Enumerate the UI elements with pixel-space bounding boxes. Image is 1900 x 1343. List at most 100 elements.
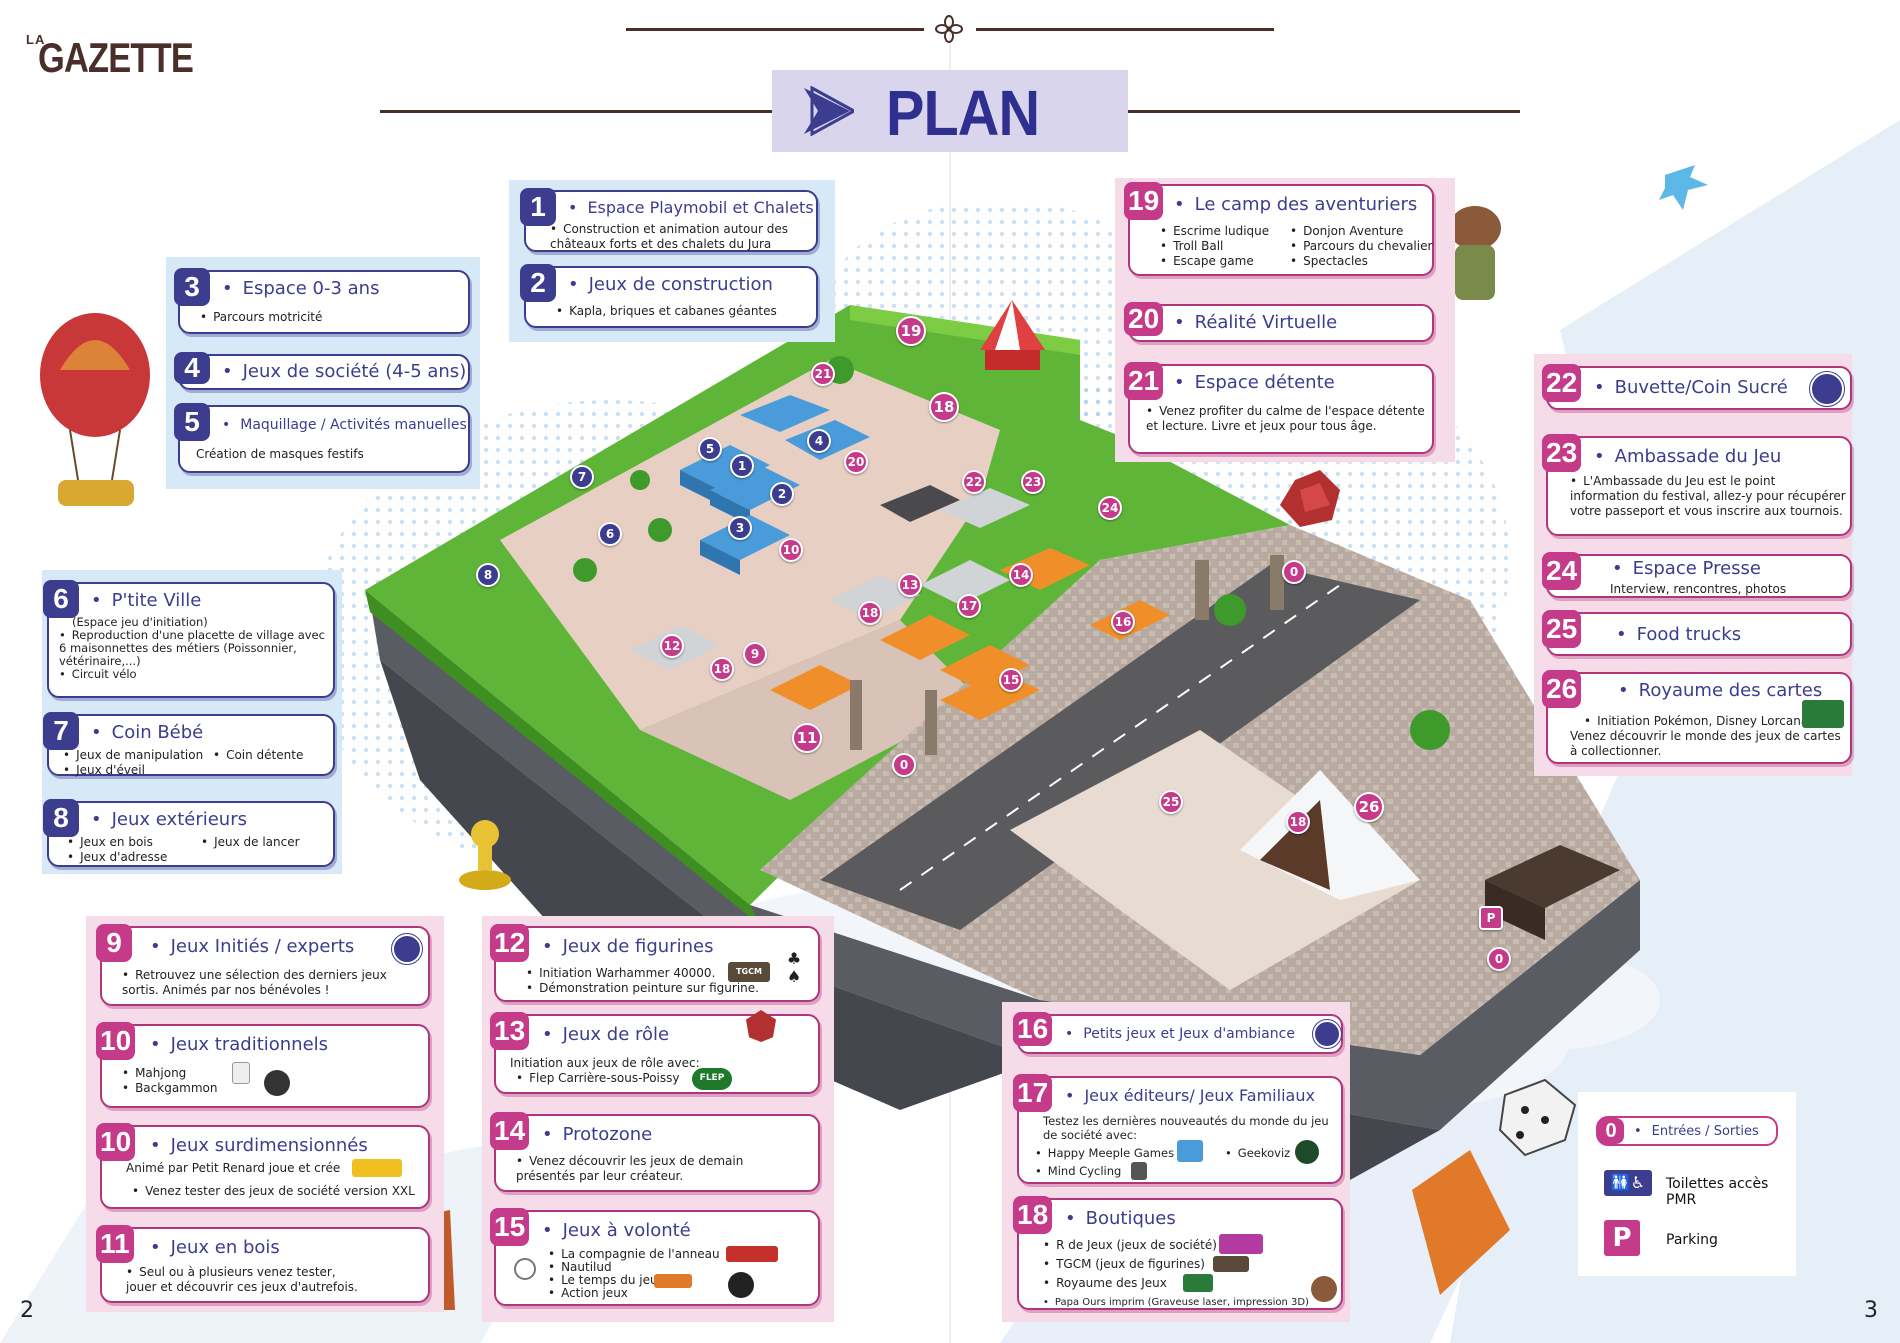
zone-detail: L'Ambassade du Jeu est le point informat… [1570,474,1848,519]
map-marker[interactable]: 12 [660,634,684,658]
title-divider [1128,110,1520,113]
zone-card-7[interactable]: 7 Coin Bébé Jeux de manipulationCoin dét… [43,712,335,778]
map-marker[interactable]: 0 [1282,560,1306,584]
zone-details: La compagnie de l'anneau Nautilud Le tem… [548,1248,720,1300]
zone-details: Retrouvez une sélection des derniers jeu… [122,968,422,998]
action-jeux-logo-icon [728,1272,754,1298]
map-marker[interactable]: 8 [476,563,500,587]
zone-detail: Jeux d'adresse [67,850,331,865]
zone-detail: Spectacles [1290,254,1430,269]
flep-logo: FLEP [692,1068,732,1090]
zone-card-8[interactable]: 8 Jeux extérieurs Jeux en boisJeux de la… [43,799,335,867]
zone-details: Seul ou à plusieurs venez tester, jouer … [126,1265,366,1295]
zone-title: Jeux de figurines [542,936,714,957]
map-marker[interactable]: 2 [770,482,794,506]
zone-card-15[interactable]: 15 Jeux à volonté La compagnie de l'anne… [490,1208,820,1306]
zone-detail: Royaume des Jeux [1043,1274,1309,1293]
map-marker[interactable]: 25 [1159,790,1183,814]
hot-air-balloon-icon [40,313,150,506]
legend-toilets-label: Toilettes accès PMR [1666,1176,1769,1208]
zone-title: Jeux en bois [150,1237,280,1258]
zone-card-16[interactable]: 16 Petits jeux et Jeux d'ambiance [1013,1012,1343,1054]
map-marker[interactable]: 1 [730,454,754,478]
zone-card-12[interactable]: 12 Jeux de figurines Initiation Warhamme… [490,924,820,1002]
zone-title: Food trucks [1616,624,1741,645]
zone-card-22[interactable]: 22 Buvette/Coin Sucré [1542,364,1852,410]
map-marker[interactable]: 20 [844,450,868,474]
map-marker[interactable]: 16 [1111,610,1135,634]
map-marker[interactable]: 18 [1286,810,1310,834]
title-divider [380,110,772,113]
map-marker-parking[interactable]: P [1479,906,1503,930]
map-marker[interactable]: 24 [1098,496,1122,520]
zone-card-18[interactable]: 18 Boutiques R de Jeux (jeux de société)… [1013,1196,1343,1310]
zone-card-21[interactable]: 21 Espace détente Venez profiter du calm… [1124,362,1434,454]
gates [850,555,1284,755]
zone-detail: Geekoviz [1225,1146,1290,1160]
zone-details: Venez profiter du calme de l'espace déte… [1146,404,1426,434]
zone-number: 10 [96,1022,136,1060]
map-marker[interactable]: 3 [728,516,752,540]
zone-number: 22 [1542,364,1582,402]
map-marker[interactable]: 5 [698,437,722,461]
map-marker[interactable]: 10 [779,538,803,562]
zone-card-1[interactable]: 1 Espace Playmobil et Chalets Constructi… [520,188,818,252]
page-number-left: 2 [20,1298,34,1323]
zone-card-3[interactable]: 3 Espace 0-3 ans Parcours motricité [174,268,470,334]
zone-title: Espace détente [1174,372,1335,393]
zone-detail: Kapla, briques et cabanes géantes [556,304,777,319]
zone-detail: Construction et animation autour des châ… [550,222,812,252]
zone-number: 23 [1542,434,1582,472]
map-marker[interactable]: 9 [743,642,767,666]
zone-card-24[interactable]: 24 Espace Presse Interview, rencontres, … [1542,552,1852,598]
zone-details: Escrime ludique Donjon Aventure Troll Ba… [1160,224,1432,269]
map-marker[interactable]: 19 [896,316,926,346]
zone-number: 13 [490,1012,530,1050]
zone-card-10-oversized[interactable]: 10 Jeux surdimensionnés Animé par Petit … [96,1123,430,1209]
map-marker[interactable]: 17 [957,594,981,618]
zone-card-4[interactable]: 4 Jeux de société (4-5 ans) [174,352,470,390]
zone-card-2[interactable]: 2 Jeux de construction Kapla, briques et… [520,264,818,328]
zone-card-17[interactable]: 17 Jeux éditeurs/ Jeux Familiaux Testez … [1013,1074,1343,1184]
zone-number: 20 [1124,302,1164,336]
zone-card-25[interactable]: 25 Food trucks [1542,610,1852,656]
map-marker[interactable]: 18 [858,601,882,625]
zone-detail: Jeux d'éveil [63,763,331,778]
zone-card-13[interactable]: 13 Jeux de rôle Initiation aux jeux de r… [490,1010,820,1094]
zone-card-26[interactable]: 26 Royaume des cartes Initiation Pokémon… [1542,670,1852,764]
zone-card-11[interactable]: 11 Jeux en bois Seul ou à plusieurs vene… [96,1225,430,1303]
zone-card-6[interactable]: 6 P'tite Ville (Espace jeu d'initiation)… [43,580,335,698]
map-marker[interactable]: 18 [710,657,734,681]
happy-meeple-logo-icon [1177,1140,1203,1162]
zone-card-10-traditional[interactable]: 10 Jeux traditionnels Mahjong Backgammon [96,1022,430,1108]
zone-card-9[interactable]: 9 Jeux Initiés / experts Retrouvez une s… [96,924,430,1006]
map-marker[interactable]: 23 [1021,470,1045,494]
zone-details: Parcours motricité [200,310,322,325]
map-marker[interactable]: 4 [807,429,831,453]
map-marker[interactable]: 21 [811,362,835,386]
map-marker[interactable]: 26 [1354,792,1384,822]
zone-title: Le camp des aventuriers [1174,194,1418,215]
map-marker[interactable]: 0 [892,753,916,777]
r-de-jeux-logo-icon [1219,1234,1263,1254]
white-dome-tent [1240,770,1420,900]
map-marker[interactable]: 14 [1009,563,1033,587]
map-marker[interactable]: 11 [792,723,822,753]
map-marker[interactable]: 15 [999,668,1023,692]
map-marker[interactable]: 18 [929,392,959,422]
map-marker[interactable]: 13 [898,573,922,597]
zone-card-19[interactable]: 19 Le camp des aventuriers Escrime ludiq… [1124,182,1434,276]
zone-card-14[interactable]: 14 Protozone Venez découvrir les jeux de… [490,1112,820,1192]
map-marker[interactable]: 7 [570,465,594,489]
map-marker[interactable]: 22 [962,470,986,494]
zone-number: 12 [490,924,530,962]
zone-card-5[interactable]: 5 Maquillage / Activités manuelles Créat… [174,403,470,473]
map-marker[interactable]: 0 [1487,947,1511,971]
zone-detail: Circuit vélo [59,668,331,681]
zone-title: Espace 0-3 ans [222,278,380,299]
zone-subtitle: (Espace jeu d'initiation) [72,615,208,629]
map-marker[interactable]: 6 [598,522,622,546]
zone-card-20[interactable]: 20 Réalité Virtuelle [1124,302,1434,342]
zone-card-23[interactable]: 23 Ambassade du Jeu L'Ambassade du Jeu e… [1542,434,1852,536]
zone-detail: Création de masques festifs [196,447,364,461]
